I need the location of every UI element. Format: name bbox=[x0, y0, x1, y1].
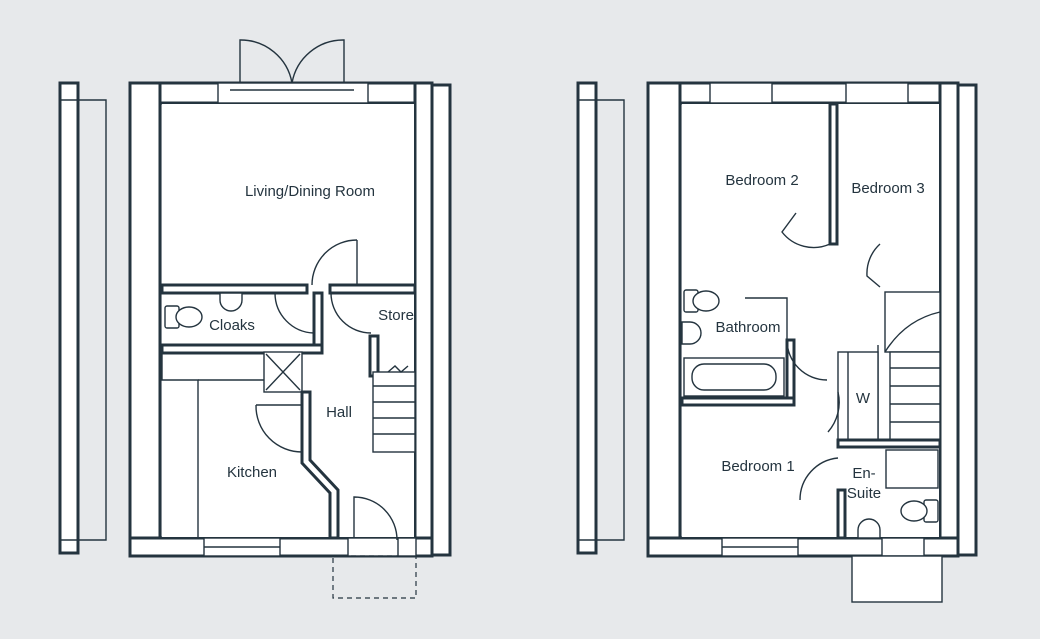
bathroom-top-wall bbox=[745, 297, 788, 340]
porch-canopy-outline bbox=[332, 555, 417, 599]
cupboard-cross bbox=[265, 353, 301, 391]
ground-floor-plan: Living/Dining Room Cloaks Store Hall Kit… bbox=[58, 39, 452, 599]
ensuite-west-wall bbox=[836, 488, 847, 540]
cloaks-basin bbox=[219, 292, 243, 312]
partition-living-cloaks bbox=[160, 283, 309, 295]
ff-west-wall bbox=[646, 81, 682, 558]
room-label-ensuite-line1: En- bbox=[852, 465, 875, 482]
room-label-wardrobe: W bbox=[856, 390, 871, 407]
room-label-bathroom: Bathroom bbox=[715, 319, 780, 336]
cloaks-east-wall bbox=[312, 291, 324, 347]
patio-door-left-swing bbox=[239, 39, 293, 84]
room-label-bedroom3: Bedroom 3 bbox=[851, 180, 924, 197]
east-wall bbox=[413, 81, 434, 558]
front-door-swing bbox=[353, 496, 398, 541]
neighbour-wall-left bbox=[58, 81, 80, 555]
room-label-ensuite-line2: Suite bbox=[847, 485, 881, 502]
wardrobe-door-swing bbox=[827, 391, 840, 433]
patio-door-frame bbox=[217, 82, 369, 104]
room-label-bedroom2: Bedroom 2 bbox=[725, 172, 798, 189]
stairs-upper-winder bbox=[884, 291, 941, 353]
bedroom3-window bbox=[845, 82, 909, 104]
neighbour-wall-ff-right bbox=[956, 83, 978, 557]
room-label-living-dining: Living/Dining Room bbox=[245, 183, 375, 200]
neighbour-wall-right-gf bbox=[430, 83, 452, 557]
store-wall bbox=[368, 334, 380, 378]
kitchen-hall-wall bbox=[300, 390, 340, 540]
bathroom-basin bbox=[681, 321, 702, 345]
neighbour-inner-left bbox=[60, 99, 107, 541]
stair-winder-line bbox=[884, 311, 941, 353]
bathroom-south-wall bbox=[680, 396, 796, 407]
room-label-cloaks: Cloaks bbox=[209, 317, 255, 334]
living-door-swing bbox=[311, 239, 358, 286]
room-label-kitchen: Kitchen bbox=[227, 464, 277, 481]
neighbour-inner-ff-left bbox=[578, 99, 625, 541]
porch-roof bbox=[851, 555, 943, 603]
porch-post bbox=[397, 537, 417, 557]
neighbour-wall-ff-left bbox=[576, 81, 598, 555]
kitchen-door-swing bbox=[255, 404, 303, 453]
room-label-bedroom1: Bedroom 1 bbox=[721, 458, 794, 475]
store-door-swing bbox=[330, 292, 372, 334]
bathroom-door-swing bbox=[786, 339, 828, 381]
room-label-hall: Hall bbox=[326, 404, 352, 421]
patio-door-right-swing bbox=[291, 39, 345, 84]
bathroom-wc-bowl bbox=[692, 290, 720, 312]
ensuite-shower bbox=[885, 449, 939, 489]
ensuite-north-wall bbox=[836, 438, 942, 449]
ensuite-wc-bowl bbox=[900, 500, 928, 522]
cloaks-wc-bowl bbox=[175, 306, 203, 328]
cloaks-door-swing bbox=[274, 292, 315, 334]
bedroom3-door-swing bbox=[866, 243, 881, 288]
ensuite-basin bbox=[857, 518, 881, 539]
partition-living-store bbox=[328, 283, 417, 295]
room-label-store: Store bbox=[378, 307, 414, 324]
front-door-frame bbox=[347, 537, 401, 557]
stair-break-mark bbox=[387, 365, 409, 373]
west-wall bbox=[128, 81, 162, 558]
stairs-ground bbox=[372, 371, 416, 453]
ensuite-door-swing bbox=[799, 457, 839, 501]
bathroom-east-wall bbox=[785, 338, 796, 400]
bed2-bed3-wall bbox=[828, 102, 839, 246]
bedroom2-door-swing bbox=[781, 212, 831, 249]
kitchen-worktop-west bbox=[161, 353, 199, 538]
bath-tub-inner bbox=[691, 363, 777, 391]
first-floor-plan: Bedroom 2 Bedroom 3 Bathroom W Bedroom 1… bbox=[576, 81, 978, 603]
ground-interior bbox=[162, 104, 414, 537]
bedroom2-window bbox=[709, 82, 773, 104]
cloaks-south-wall bbox=[160, 343, 324, 355]
wardrobe bbox=[837, 351, 879, 441]
ensuite-window bbox=[881, 537, 925, 557]
stairs-first bbox=[889, 351, 941, 441]
ff-east-wall bbox=[938, 81, 960, 558]
